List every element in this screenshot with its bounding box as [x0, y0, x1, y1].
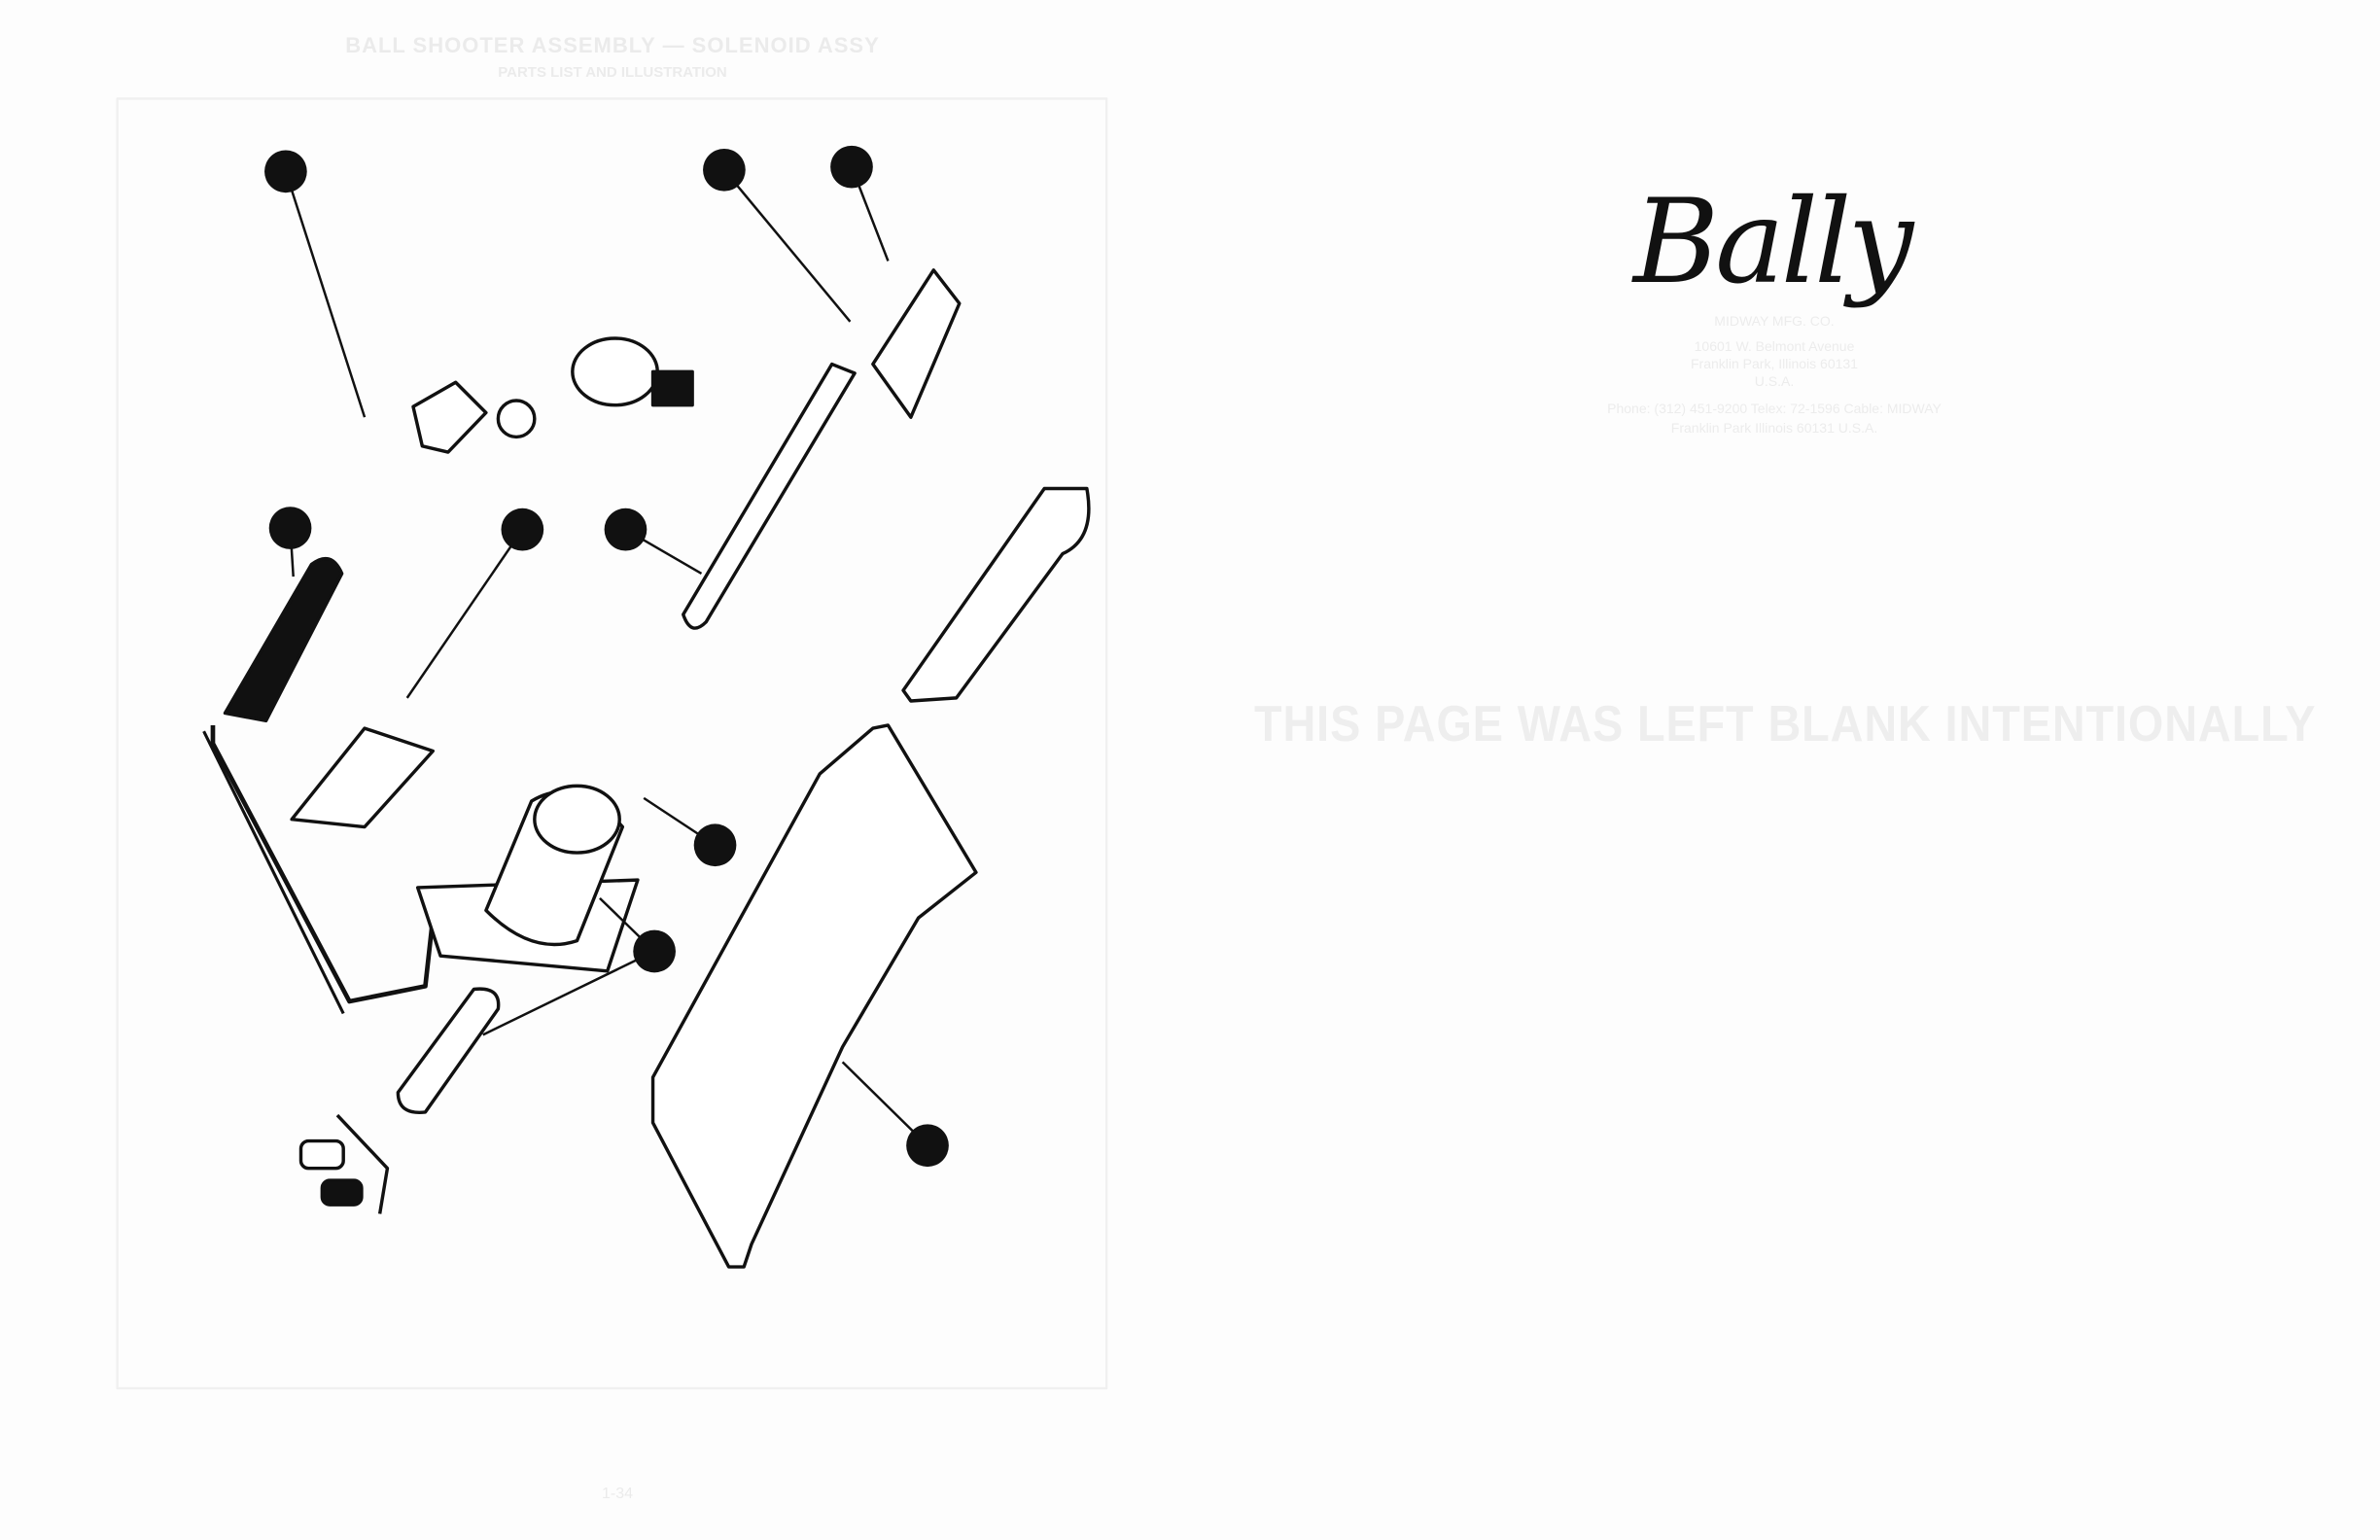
callout-marker — [268, 507, 312, 549]
bushing — [496, 399, 537, 439]
page-frame — [116, 97, 1108, 1390]
company-address-line: U.S.A. — [1754, 373, 1795, 389]
link-part — [411, 380, 488, 454]
company-address-line: Franklin Park, Illinois 60131 — [1691, 356, 1858, 371]
coil-cap — [571, 336, 659, 407]
coil-top — [533, 784, 621, 855]
screw — [298, 1138, 345, 1171]
company-name: MIDWAY MFG. CO. — [1714, 313, 1835, 329]
coil-sleeve — [396, 987, 501, 1114]
blank-page-notice: THIS PAGE WAS LEFT BLANK INTENTIONALLY — [1254, 696, 2317, 752]
page-number: 1-34 — [601, 1486, 634, 1502]
callout-marker — [830, 145, 873, 189]
callout-marker — [906, 1124, 949, 1168]
plunger-rod — [682, 362, 857, 630]
company-contact-line: Phone: (312) 451-9200 Telex: 72-1596 Cab… — [1607, 401, 1942, 416]
callout-leaders — [284, 166, 928, 1147]
screw-plate — [335, 1113, 390, 1214]
switch-wire — [202, 730, 345, 1015]
screw — [320, 1178, 364, 1207]
callout-marker — [264, 150, 307, 193]
coil-cap-stem — [650, 369, 694, 407]
main-bracket — [650, 723, 978, 1269]
mounting-plate — [290, 726, 435, 829]
callout-marker — [633, 929, 676, 973]
company-contact-line: Franklin Park Illinois 60131 U.S.A. — [1670, 420, 1878, 436]
callout-marker — [501, 508, 544, 551]
page-header-title: BALL SHOOTER ASSEMBLY — SOLENOID ASSY — [345, 33, 880, 57]
callout-marker — [703, 148, 746, 192]
lane-guide — [901, 486, 1091, 703]
company-address-line: 10601 W. Belmont Avenue — [1694, 338, 1855, 354]
switch-wire — [210, 724, 436, 1004]
switch-assembly — [223, 556, 344, 722]
bally-logo: Bally — [1633, 175, 1913, 310]
page-header-subtitle: PARTS LIST AND ILLUSTRATION — [498, 64, 727, 81]
bracket-part — [871, 268, 962, 419]
callout-marker — [604, 508, 648, 551]
callout-marker — [693, 823, 737, 867]
